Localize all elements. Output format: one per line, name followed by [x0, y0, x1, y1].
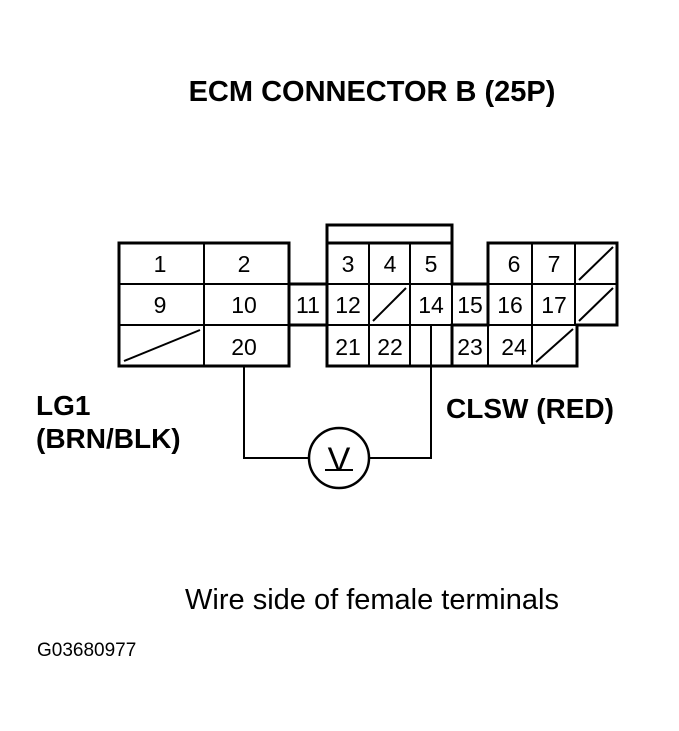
pin-6: 6	[508, 251, 521, 277]
pin-numbers: 1 2 3 4 5 6 7 9 10 11 12 14 15 16 17 20 …	[154, 251, 567, 360]
pin-20: 20	[231, 334, 257, 360]
pin-10: 10	[231, 292, 257, 318]
pin-23: 23	[457, 334, 483, 360]
pin-2: 2	[238, 251, 251, 277]
right-wire-label: CLSW (RED)	[446, 393, 614, 424]
voltmeter-icon: V	[307, 426, 371, 490]
diagram-title: ECM CONNECTOR B (25P)	[189, 76, 556, 108]
pin-14: 14	[418, 292, 444, 318]
test-leads	[243, 325, 432, 459]
figure-code: G03680977	[37, 640, 136, 661]
figure-caption: Wire side of female terminals	[185, 584, 559, 616]
pin-9: 9	[154, 292, 167, 318]
pin-12: 12	[335, 292, 361, 318]
pin-16: 16	[497, 292, 523, 318]
pin-24: 24	[501, 334, 527, 360]
pin-4: 4	[384, 251, 397, 277]
left-wire-color: (BRN/BLK)	[36, 423, 181, 454]
pin-22: 22	[377, 334, 403, 360]
voltmeter-symbol: V	[328, 441, 351, 479]
pin-5: 5	[425, 251, 438, 277]
left-wire-name: LG1	[36, 390, 90, 421]
pin-7: 7	[548, 251, 561, 277]
pin-15: 15	[457, 292, 483, 318]
pin-21: 21	[335, 334, 361, 360]
pin-1: 1	[154, 251, 167, 277]
pin-11: 11	[296, 292, 320, 318]
pin-17: 17	[541, 292, 567, 318]
unused-cavity-marks	[123, 246, 614, 363]
pin-3: 3	[342, 251, 355, 277]
